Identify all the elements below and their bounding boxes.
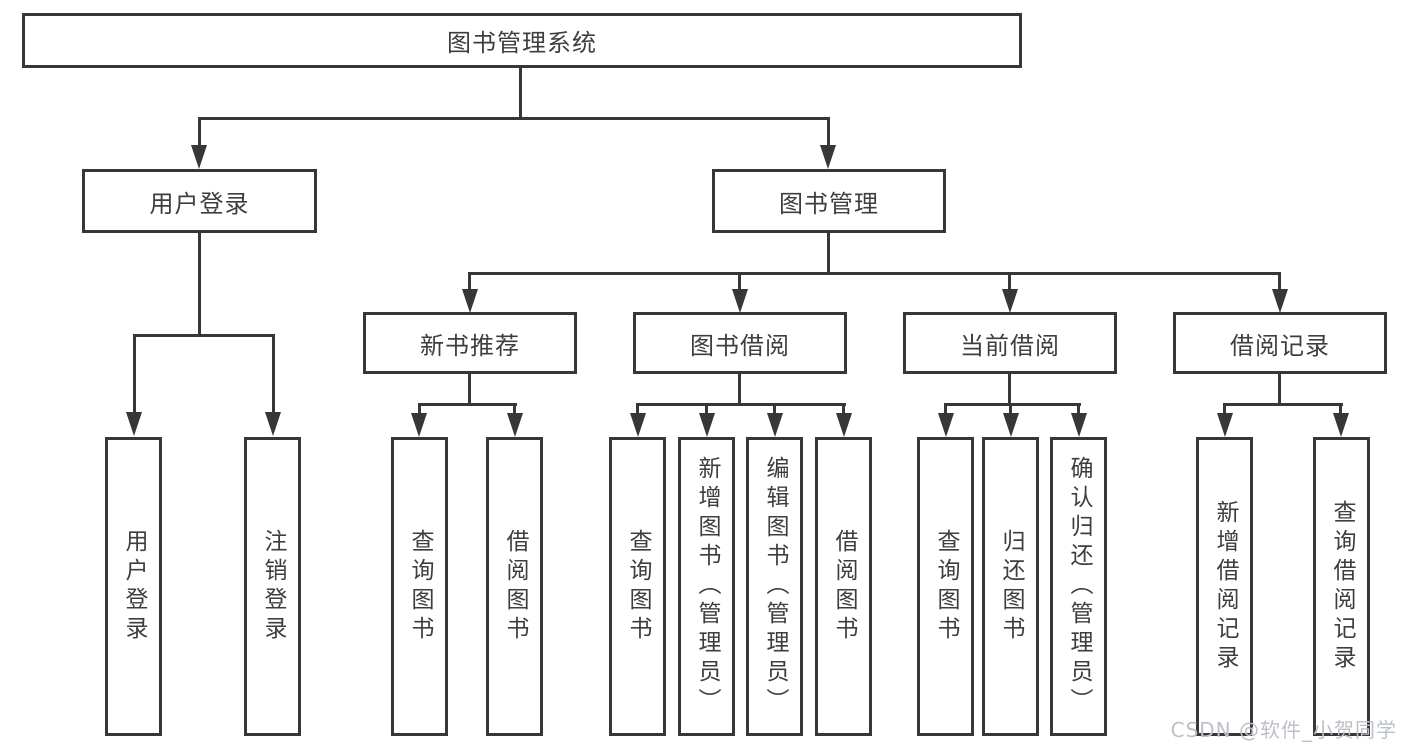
leaf-nb-borrow-books: 借阅图书: [486, 437, 543, 736]
leaf-br-query-record: 查询借阅记录: [1313, 437, 1370, 736]
leaf-bb-query-books: 查询图书: [609, 437, 666, 736]
connector-line: [738, 272, 741, 290]
connector-line: [738, 374, 741, 405]
leaf-cb-confirm-return-admin: 确认归还（管理员）: [1050, 437, 1107, 736]
leaf-bb-add-books-admin-label: 新增图书（管理员）: [694, 456, 720, 717]
connector-line: [198, 117, 201, 146]
leaf-bb-add-books-admin: 新增图书（管理员）: [678, 437, 735, 736]
connector-line: [1223, 403, 1343, 406]
leaf-br-add-record: 新增借阅记录: [1196, 437, 1253, 736]
leaf-nb-borrow-books-label: 借阅图书: [502, 528, 528, 645]
arrow-down-icon: [767, 413, 783, 437]
connector-line: [705, 403, 708, 414]
connector-line: [418, 403, 517, 406]
node-user-login: 用户登录: [82, 169, 317, 233]
arrow-down-icon: [630, 413, 646, 437]
leaf-br-add-record-label: 新增借阅记录: [1212, 499, 1238, 674]
leaf-cb-query-books-label: 查询图书: [933, 528, 959, 645]
node-book-borrow-label: 图书借阅: [690, 331, 790, 360]
arrow-down-icon: [820, 145, 836, 169]
leaf-nb-query-books-label: 查询图书: [407, 528, 433, 645]
connector-line: [636, 403, 846, 406]
node-root-label: 图书管理系统: [447, 29, 597, 57]
connector-line: [418, 403, 421, 414]
leaf-logout: 注销登录: [244, 437, 301, 736]
connector-line: [1077, 403, 1080, 414]
connector-line: [1278, 272, 1281, 290]
node-user-login-label: 用户登录: [149, 189, 250, 218]
connector-line: [1223, 403, 1226, 414]
arrow-down-icon: [836, 413, 852, 437]
node-new-book-recommend-label: 新书推荐: [420, 331, 520, 360]
leaf-user-login: 用户登录: [105, 437, 162, 736]
connector-line: [1008, 374, 1011, 405]
connector-line: [944, 403, 1081, 406]
arrow-down-icon: [1272, 289, 1288, 313]
connector-line: [842, 403, 845, 414]
leaf-cb-return-books-label: 归还图书: [998, 528, 1024, 645]
connector-line: [773, 403, 776, 414]
arrow-down-icon: [507, 413, 523, 437]
arrow-down-icon: [1003, 413, 1019, 437]
leaf-logout-label: 注销登录: [260, 528, 286, 645]
node-new-book-recommend: 新书推荐: [363, 312, 577, 374]
connector-line: [469, 272, 1281, 275]
node-borrow-records: 借阅记录: [1173, 312, 1387, 374]
connector-line: [1008, 272, 1011, 290]
connector-line: [827, 233, 830, 274]
connector-line: [272, 334, 275, 413]
arrow-down-icon: [462, 289, 478, 313]
connector-line: [198, 117, 830, 120]
node-root: 图书管理系统: [22, 13, 1022, 68]
leaf-user-login-label: 用户登录: [121, 528, 147, 645]
node-borrow-records-label: 借阅记录: [1230, 331, 1330, 360]
leaf-nb-query-books: 查询图书: [391, 437, 448, 736]
connector-line: [827, 117, 830, 146]
connector-line: [1278, 374, 1281, 405]
leaf-bb-query-books-label: 查询图书: [625, 528, 651, 645]
connector-line: [1009, 403, 1012, 414]
leaf-bb-borrow-books-label: 借阅图书: [831, 528, 857, 645]
connector-line: [133, 334, 136, 413]
node-book-borrow: 图书借阅: [633, 312, 847, 374]
connector-line: [198, 233, 201, 336]
arrow-down-icon: [1217, 413, 1233, 437]
arrow-down-icon: [265, 412, 281, 436]
connector-line: [513, 403, 516, 414]
connector-line: [468, 374, 471, 405]
leaf-cb-return-books: 归还图书: [982, 437, 1039, 736]
arrow-down-icon: [1071, 413, 1087, 437]
leaf-bb-borrow-books: 借阅图书: [815, 437, 872, 736]
node-current-borrow: 当前借阅: [903, 312, 1117, 374]
connector-line: [468, 272, 471, 290]
arrow-down-icon: [1002, 289, 1018, 313]
arrow-down-icon: [126, 412, 142, 436]
connector-line: [519, 68, 522, 119]
leaf-bb-edit-books-admin-label: 编辑图书（管理员）: [762, 456, 788, 717]
connector-line: [944, 403, 947, 414]
arrow-down-icon: [732, 289, 748, 313]
connector-line: [133, 334, 275, 337]
leaf-bb-edit-books-admin: 编辑图书（管理员）: [746, 437, 803, 736]
node-book-management-label: 图书管理: [779, 189, 879, 218]
leaf-cb-query-books: 查询图书: [917, 437, 974, 736]
leaf-cb-confirm-return-admin-label: 确认归还（管理员）: [1066, 456, 1092, 717]
arrow-down-icon: [191, 145, 207, 169]
arrow-down-icon: [411, 413, 427, 437]
arrow-down-icon: [699, 413, 715, 437]
leaf-br-query-record-label: 查询借阅记录: [1329, 499, 1355, 674]
arrow-down-icon: [1333, 413, 1349, 437]
node-current-borrow-label: 当前借阅: [960, 331, 1060, 360]
connector-line: [636, 403, 639, 414]
csdn-watermark: CSDN @软件_小贺同学: [1170, 718, 1397, 742]
arrow-down-icon: [938, 413, 954, 437]
node-book-management: 图书管理: [712, 169, 946, 233]
connector-line: [1339, 403, 1342, 414]
